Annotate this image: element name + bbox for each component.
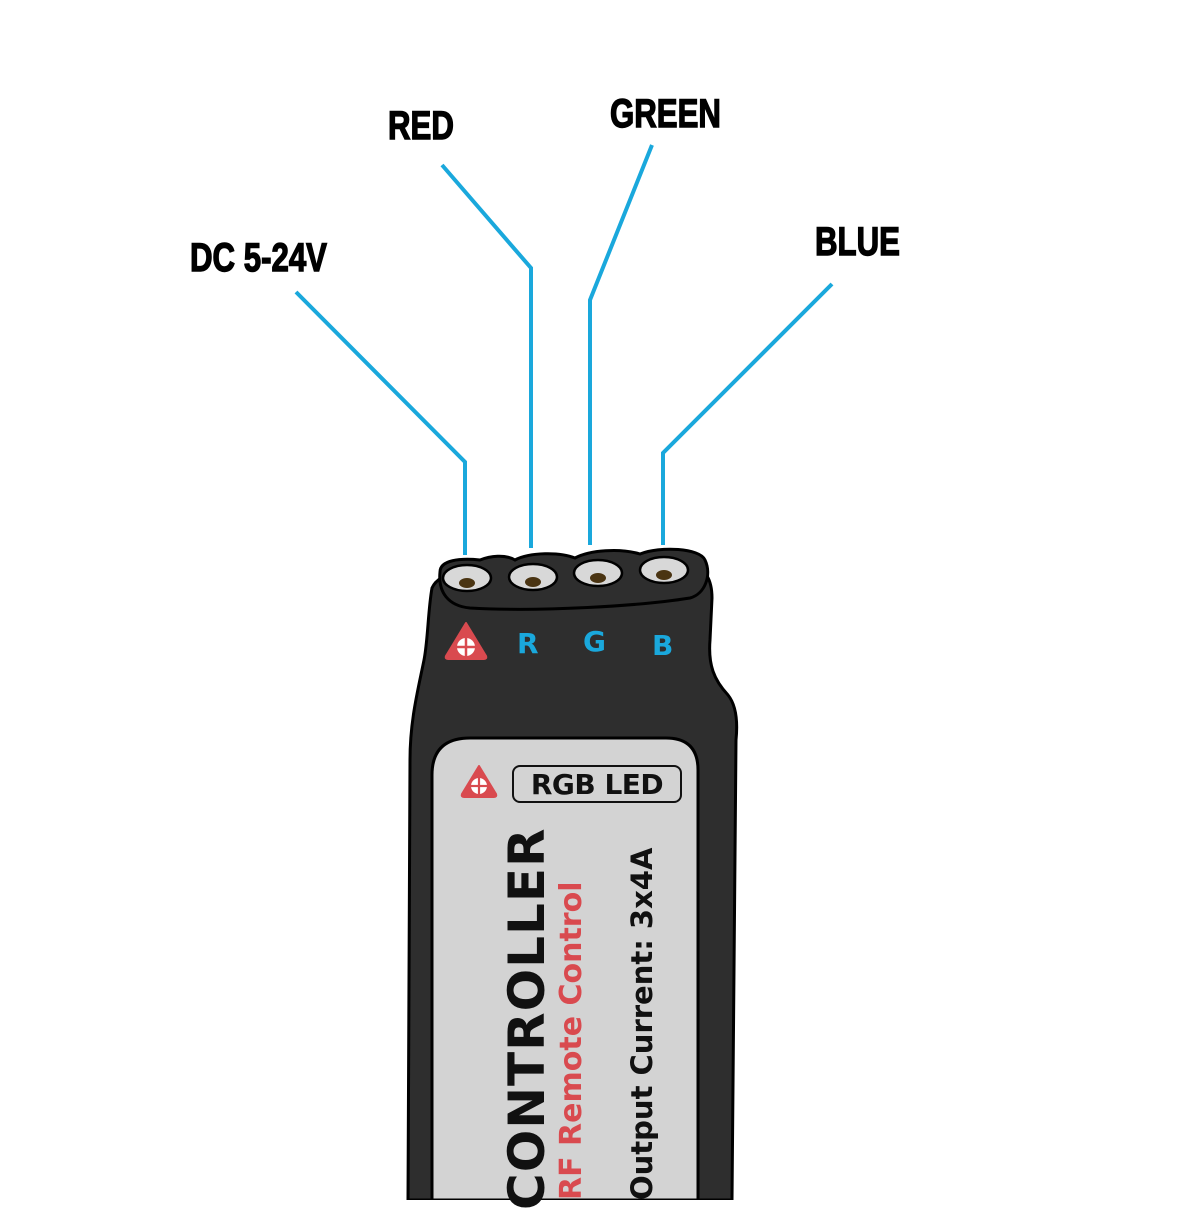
pin-letter-green: G [583,625,606,658]
socket-red [507,562,559,592]
leader-line-power [294,290,467,555]
rgb-led-badge: RGB LED [512,765,682,803]
socket-blue [638,555,690,585]
label-subtitle: RF Remote Control [554,881,589,1200]
leader-line-green [588,144,654,545]
pin-sockets [441,555,690,593]
pin-letter-red: R [517,627,539,660]
power-symbol-label-icon [460,765,498,798]
power-symbol-icon [444,622,488,660]
pin-letter-blue: B [652,629,674,662]
socket-power [441,563,493,593]
socket-green [572,558,624,588]
label-spec: Output Current: 3x4A [625,847,659,1200]
label-title: CONTROLLER [498,827,556,1210]
callout-power: DC 5-24V [189,236,327,280]
label-panel [430,736,700,1200]
leader-lines [294,144,834,555]
leader-line-blue [661,282,834,545]
callout-red: RED [387,104,454,148]
connector-cap [438,547,710,611]
callout-blue: BLUE [814,220,900,264]
leader-line-red [440,163,533,548]
callout-green: GREEN [609,92,721,136]
